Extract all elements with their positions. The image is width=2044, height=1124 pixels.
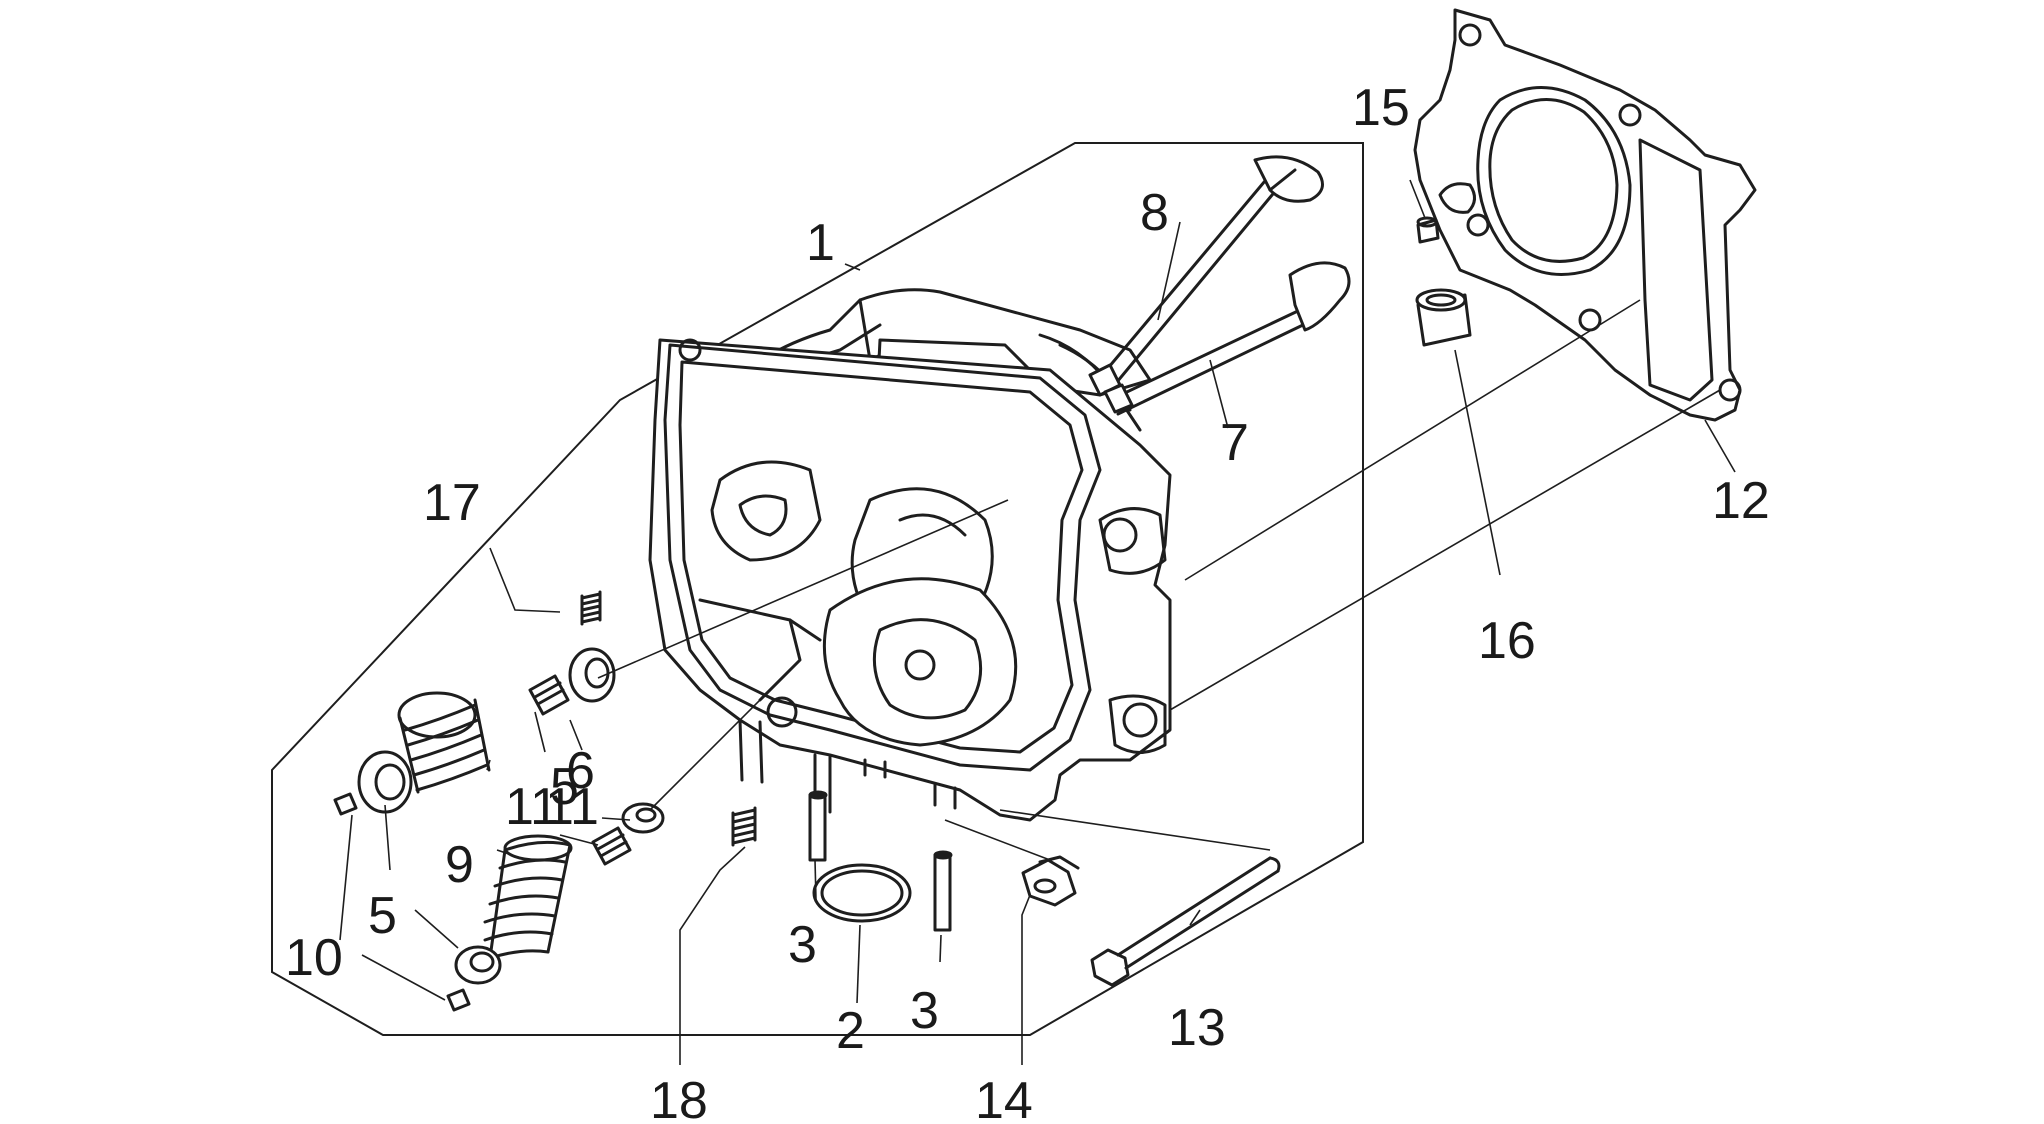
callout-10: 10 bbox=[285, 929, 343, 987]
callout-7: 7 bbox=[1220, 414, 1249, 472]
spring-seat-6-lower bbox=[621, 802, 665, 834]
head-gasket bbox=[1413, 8, 1757, 422]
spring-17 bbox=[580, 590, 602, 626]
callout-5-upper: 5 bbox=[550, 758, 579, 816]
valve-spring-9-upper bbox=[397, 691, 491, 794]
stud-bolt-13 bbox=[1090, 856, 1281, 987]
callout-1: 1 bbox=[806, 214, 835, 272]
leader-lines bbox=[339, 179, 1736, 1065]
callout-14: 14 bbox=[975, 1072, 1033, 1124]
callout-11-upper: 11 bbox=[505, 778, 559, 836]
dowel-pin-15 bbox=[1416, 216, 1440, 244]
valve-stem-seal-11-upper bbox=[528, 674, 570, 716]
cylinder-head bbox=[648, 288, 1172, 822]
centering-bush-16 bbox=[1415, 288, 1472, 347]
exhaust-valve bbox=[1088, 155, 1324, 397]
callout-3-right: 3 bbox=[910, 982, 939, 1040]
callout-5-lower: 5 bbox=[368, 887, 397, 945]
callout-13: 13 bbox=[1168, 999, 1226, 1057]
callout-9: 9 bbox=[445, 836, 474, 894]
valve-stem-seal-11-lower bbox=[591, 826, 632, 866]
callout-6: 6 bbox=[566, 742, 595, 800]
callout-16: 16 bbox=[1478, 612, 1536, 670]
spring-18 bbox=[731, 806, 757, 847]
callout-labels: 1 2 3 3 5 5 6 7 8 9 10 11 11 12 13 14 15… bbox=[285, 79, 1770, 1124]
assembly-group-outline bbox=[271, 142, 1364, 1036]
callout-2: 2 bbox=[836, 1002, 865, 1060]
o-ring-2 bbox=[812, 863, 912, 923]
spring-seat-6-upper bbox=[568, 647, 616, 703]
valve-cotter-10-lower bbox=[446, 988, 471, 1012]
dowel-pin-3-left bbox=[808, 790, 828, 862]
valve-spring-9-lower bbox=[483, 834, 573, 960]
callout-18: 18 bbox=[650, 1072, 708, 1124]
exhaust-port bbox=[822, 577, 1018, 747]
intake-valve bbox=[1103, 261, 1351, 416]
spring-retainer-5-lower bbox=[454, 945, 502, 985]
plug-14 bbox=[1021, 855, 1080, 907]
callout-3-left: 3 bbox=[788, 916, 817, 974]
spring-retainer-5-upper bbox=[357, 750, 413, 814]
callout-15: 15 bbox=[1352, 79, 1410, 137]
valve-cotter-10-upper bbox=[333, 792, 358, 816]
callout-11-lower: 11 bbox=[545, 778, 599, 836]
gasket-face bbox=[663, 343, 1102, 772]
callout-8: 8 bbox=[1140, 184, 1169, 242]
callout-12: 12 bbox=[1712, 472, 1770, 530]
callout-17: 17 bbox=[423, 474, 481, 532]
dowel-pin-3-right bbox=[933, 850, 953, 932]
